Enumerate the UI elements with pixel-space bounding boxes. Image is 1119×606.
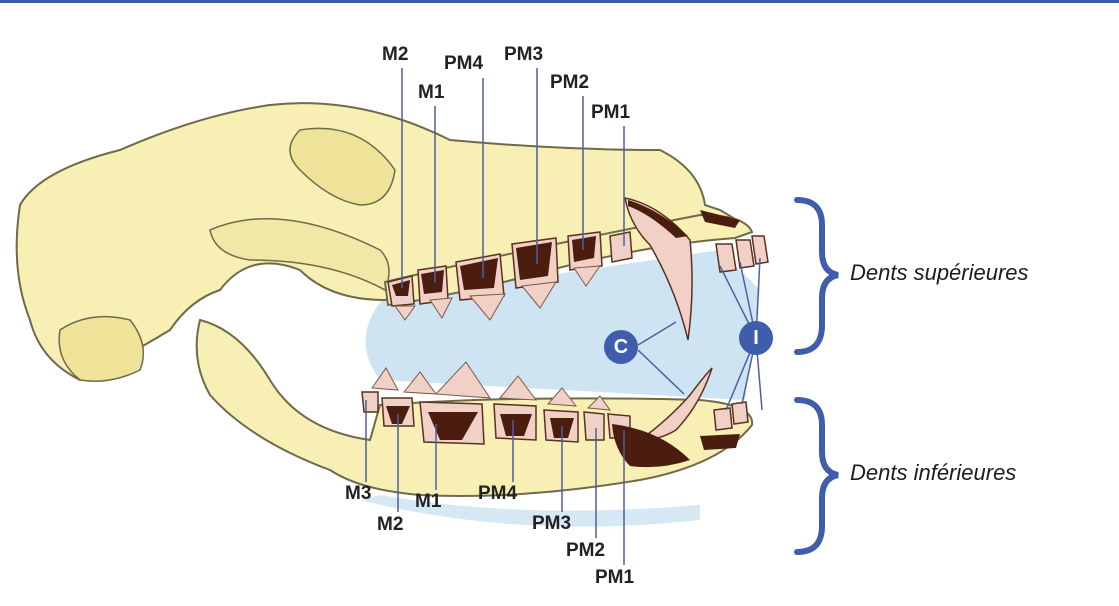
incisor-marker: I xyxy=(739,321,773,355)
label-upper-pm1: PM1 xyxy=(591,103,630,122)
lower-incisor-1 xyxy=(714,408,732,430)
upper-incisor-1 xyxy=(716,244,736,272)
occipital-region xyxy=(59,317,143,382)
lower-teeth-group-label: Dents inférieures xyxy=(850,460,1016,486)
label-lower-pm4: PM4 xyxy=(478,484,517,503)
lower-incisor-2 xyxy=(732,402,748,424)
label-lower-pm1: PM1 xyxy=(595,568,634,587)
jaw-shadow xyxy=(360,495,700,527)
label-lower-m3: M3 xyxy=(345,484,371,503)
label-upper-m2: M2 xyxy=(382,45,408,64)
label-lower-pm2: PM2 xyxy=(566,541,605,560)
label-lower-m1: M1 xyxy=(415,492,441,511)
label-upper-pm2: PM2 xyxy=(550,73,589,92)
label-lower-pm3: PM3 xyxy=(532,514,571,533)
label-upper-pm3: PM3 xyxy=(504,45,543,64)
canine-marker: C xyxy=(604,330,638,364)
upper-incisor-2 xyxy=(736,240,754,268)
label-upper-pm4: PM4 xyxy=(444,54,483,73)
label-lower-m2: M2 xyxy=(377,515,403,534)
upper-teeth-group-label: Dents supérieures xyxy=(850,260,1029,286)
upper-pm1-tooth xyxy=(610,232,632,262)
upper-brace xyxy=(797,200,838,352)
label-upper-m1: M1 xyxy=(418,83,444,102)
lower-brace xyxy=(797,400,838,552)
lower-m3-tooth xyxy=(362,392,378,412)
lower-pm2-tooth xyxy=(584,412,604,440)
